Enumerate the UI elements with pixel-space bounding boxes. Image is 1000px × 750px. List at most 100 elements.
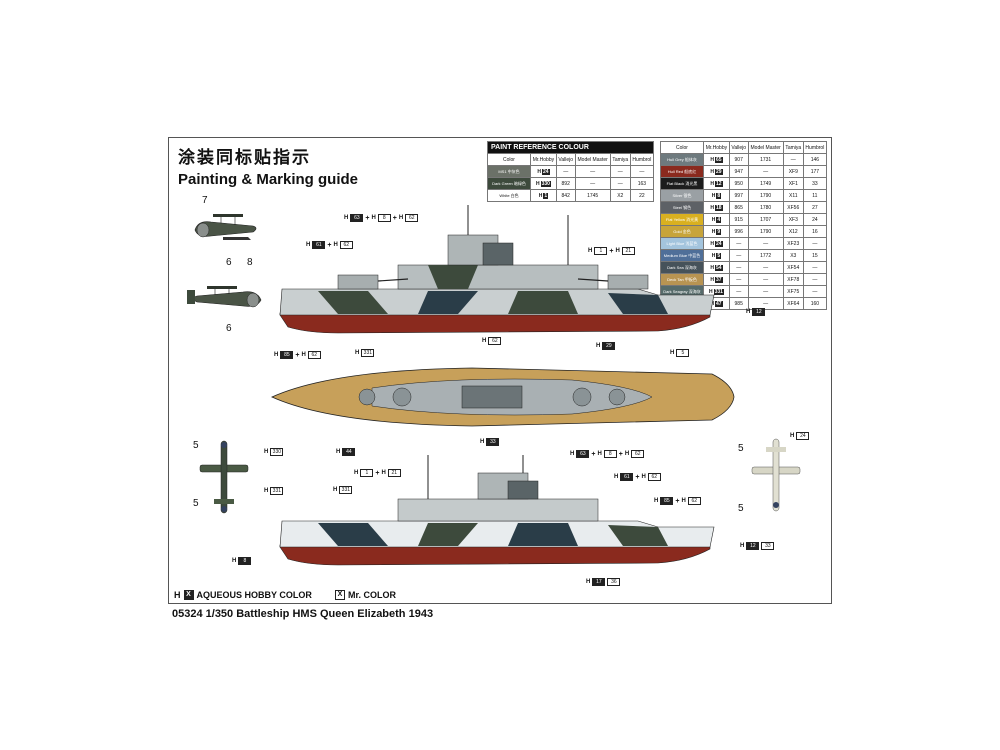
paint-ref-tamiya: X2 <box>609 189 631 202</box>
color-tamiya: XF23 <box>782 237 804 250</box>
paint-ref-tamiya: — <box>609 165 631 178</box>
ship-deck-top-view <box>271 367 735 427</box>
color-tamiya: XF54 <box>782 261 804 274</box>
color-swatch: Hull Grey 船体灰 <box>660 153 704 166</box>
paint-reference-caption: PAINT REFERENCE COLOUR <box>487 141 654 154</box>
color-tamiya: XF3 <box>782 213 804 226</box>
paint-ref-tamiya: — <box>609 177 631 190</box>
paint-ref-swatch: MS1 中灰色 <box>487 165 531 178</box>
part-number-5-b: 5 <box>193 498 199 509</box>
paint-ref-header-0: Color <box>487 153 531 166</box>
color-humbrol: 24 <box>802 213 828 226</box>
part-number-7: 7 <box>202 195 208 206</box>
color-vallejo: — <box>728 285 749 298</box>
color-humbrol: — <box>802 285 828 298</box>
color-humbrol: 177 <box>802 165 828 178</box>
paint-ref-header-1: Mr.Hobby <box>530 153 557 166</box>
paint-ref-vallejo: 892 <box>555 177 576 190</box>
color-tamiya: XF78 <box>782 273 804 286</box>
paint-ref-header-5: Humbrol <box>629 153 655 166</box>
color-vallejo: 950 <box>728 177 749 190</box>
color-modelmaster: 1731 <box>747 153 784 166</box>
seaplane-side-view-2 <box>187 286 262 308</box>
paint-ref-header-2: Vallejo <box>555 153 576 166</box>
color-modelmaster: 1790 <box>747 225 784 238</box>
ship-side-view-port <box>279 455 715 566</box>
color-humbrol: 11 <box>802 189 828 202</box>
color-humbrol: 160 <box>802 297 828 310</box>
color-vallejo: — <box>728 261 749 274</box>
part-number-5-a: 5 <box>193 440 199 451</box>
color-humbrol: 33 <box>802 177 828 190</box>
aqueous-swatch: X <box>183 590 194 600</box>
color-header-5: Humbrol <box>802 141 828 154</box>
color-modelmaster: — <box>747 165 784 178</box>
color-tamiya: XF9 <box>782 165 804 178</box>
paint-ref-modelmaster: — <box>574 165 611 178</box>
color-header-0: Color <box>660 141 704 154</box>
color-modelmaster: — <box>747 273 784 286</box>
paint-ref-header-4: Tamiya <box>609 153 631 166</box>
color-tamiya: XF64 <box>782 297 804 310</box>
color-modelmaster: 1772 <box>747 249 784 262</box>
color-humbrol: — <box>802 237 828 250</box>
part-number-6-bottom: 6 <box>226 323 232 334</box>
color-humbrol: 16 <box>802 225 828 238</box>
legend-mr-label: Mr. COLOR <box>348 590 397 600</box>
color-humbrol: 146 <box>802 153 828 166</box>
color-swatch: Flat Black 消光黑 <box>660 177 704 190</box>
seaplane-side-view-1 <box>194 214 257 240</box>
color-modelmaster: — <box>747 237 784 250</box>
color-vallejo: 947 <box>728 165 749 178</box>
model-title: 05324 1/350 Battleship HMS Queen Elizabe… <box>172 608 434 620</box>
color-modelmaster: 1707 <box>747 213 784 226</box>
color-tamiya: X11 <box>782 189 804 202</box>
color-swatch: Deck Tan 甲板色 <box>660 273 704 286</box>
ship-side-view-starboard <box>279 205 715 334</box>
part-number-8: 8 <box>247 257 253 268</box>
paint-ref-modelmaster: 1745 <box>574 189 611 202</box>
color-tamiya: — <box>782 153 804 166</box>
part-number-6-top: 6 <box>226 257 232 268</box>
mr-color-swatch: X <box>335 590 345 600</box>
paint-ref-header-3: Model Master <box>574 153 611 166</box>
paint-ref-vallejo: — <box>555 165 576 178</box>
color-modelmaster: — <box>747 261 784 274</box>
color-modelmaster: — <box>747 285 784 298</box>
seaplane-top-view-left <box>199 440 249 514</box>
